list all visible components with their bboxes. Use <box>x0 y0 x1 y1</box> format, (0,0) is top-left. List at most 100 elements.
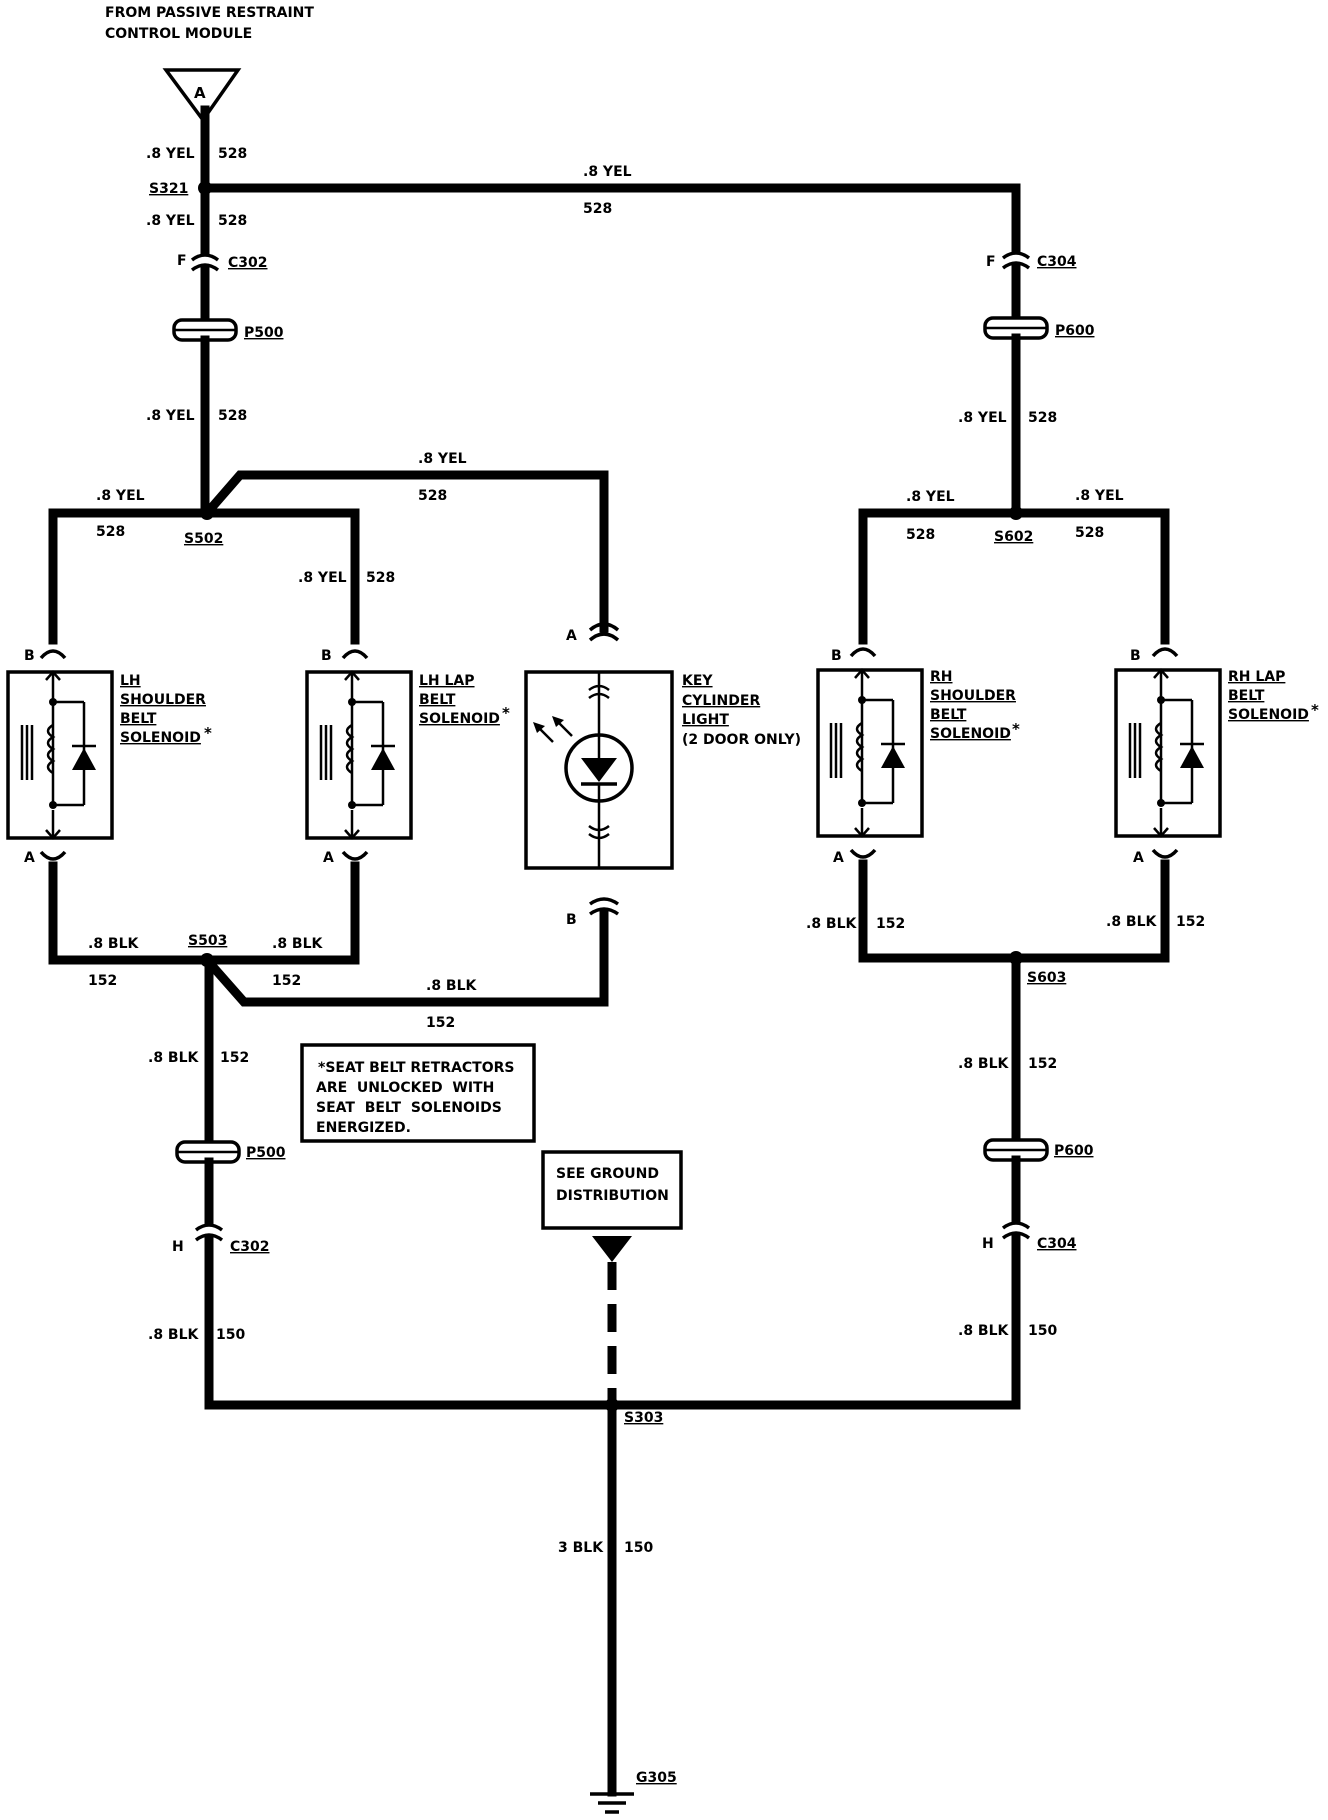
source-label-line2: CONTROL MODULE <box>105 26 252 42</box>
splice-s503-label: S503 <box>188 933 227 949</box>
connector-p600-label: P600 <box>1054 1143 1094 1159</box>
wire-rh-ground <box>607 1233 1021 1410</box>
wire-lh-ground <box>204 1235 617 1410</box>
wire-label: .8 YEL <box>146 146 195 162</box>
wire-label: .8 YEL <box>298 570 347 586</box>
lh-lap-label-1: LH LAP <box>419 673 475 689</box>
wire-label: .8 BLK <box>272 936 324 952</box>
splice-s303-label: S303 <box>624 1410 663 1426</box>
connector-c302-bottom <box>194 1223 224 1232</box>
connector-p500-label: P500 <box>246 1145 286 1161</box>
connector-c302-label: C302 <box>228 255 268 271</box>
lh-shoulder-solenoid-symbol <box>20 670 96 840</box>
connector-c304-bottom <box>1001 1221 1031 1230</box>
splice-s502-label: S502 <box>184 531 223 547</box>
wire-label: .8 YEL <box>146 213 195 229</box>
wire-circuit: 528 <box>1028 410 1057 426</box>
pin-b-label: B <box>321 648 332 664</box>
connector-p500-label: P500 <box>244 325 284 341</box>
lh-shoulder-label-2: SHOULDER <box>120 692 206 708</box>
wire-circuit: 528 <box>418 488 447 504</box>
wire-circuit: 150 <box>216 1327 245 1343</box>
wire-circuit: 528 <box>1075 525 1104 541</box>
rh-shoulder-solenoid-box <box>816 668 924 838</box>
pin-b-label: B <box>566 912 577 928</box>
wire-label: .8 YEL <box>1075 488 1124 504</box>
wire-to-lh-shoulder <box>48 508 212 645</box>
wire-label: .8 BLK <box>958 1056 1010 1072</box>
lh-lap-solenoid-symbol <box>319 670 395 840</box>
connector-c304-label: C304 <box>1037 254 1077 270</box>
pin-a-label: A <box>323 850 334 866</box>
pin-a-label: A <box>833 850 844 866</box>
wire-circuit: 152 <box>876 916 905 932</box>
wire-circuit: 152 <box>220 1050 249 1066</box>
pin-h-label: H <box>982 1236 994 1252</box>
wire-circuit: 528 <box>218 408 247 424</box>
ground-distribution-box <box>541 1150 683 1230</box>
wire-label: .8 YEL <box>906 489 955 505</box>
asterisk: * <box>204 724 212 742</box>
rh-lap-solenoid-box <box>1114 668 1222 838</box>
wire-label: .8 BLK <box>426 978 478 994</box>
wire-circuit: 152 <box>272 973 301 989</box>
ground-dist-line-2: DISTRIBUTION <box>556 1188 669 1204</box>
wire-label: .8 YEL <box>418 451 467 467</box>
ground-g305-label: G305 <box>636 1770 677 1786</box>
wire-circuit: 152 <box>426 1015 455 1031</box>
rh-shoulder-solenoid-symbol <box>829 668 905 838</box>
wire-circuit: 152 <box>1028 1056 1057 1072</box>
wire-label: .8 YEL <box>583 164 632 180</box>
note-line-1: *SEAT BELT RETRACTORS <box>318 1060 515 1076</box>
wire-circuit: 150 <box>624 1540 653 1556</box>
pin-h-label: H <box>172 1239 184 1255</box>
connector-c304-label: C304 <box>1037 1236 1077 1252</box>
rh-lap-label-2: BELT <box>1228 688 1265 704</box>
asterisk: * <box>502 704 510 722</box>
key-light-label-2: CYLINDER <box>682 693 760 709</box>
rh-shoulder-label-3: BELT <box>930 707 967 723</box>
note-box <box>300 1043 536 1143</box>
wire-label: .8 YEL <box>958 410 1007 426</box>
wire-label: .8 BLK <box>88 936 140 952</box>
pin-f-label: F <box>986 254 996 270</box>
ground-dist-line-1: SEE GROUND <box>556 1166 659 1182</box>
key-light-label-1: KEY <box>682 673 713 689</box>
wire-label: 3 BLK <box>558 1540 604 1556</box>
rh-lap-solenoid-symbol <box>1128 668 1204 838</box>
pin-b-label: B <box>1130 648 1141 664</box>
wire-label: .8 BLK <box>806 916 858 932</box>
ground-symbol-icon <box>590 1792 634 1814</box>
note-line-4: ENERGIZED. <box>316 1120 411 1136</box>
wire-label: .8 BLK <box>148 1327 200 1343</box>
connector-c302-label: C302 <box>230 1239 270 1255</box>
wire-circuit: 528 <box>218 146 247 162</box>
lh-shoulder-label-3: BELT <box>120 711 157 727</box>
pin-a-label: A <box>566 628 577 644</box>
pin-a-label: A <box>24 850 35 866</box>
wire-label: .8 YEL <box>96 488 145 504</box>
asterisk: * <box>1311 701 1319 719</box>
rh-lap-label-1: RH LAP <box>1228 669 1285 685</box>
pin-b-label: B <box>831 648 842 664</box>
wire-key-light-return <box>200 909 609 1007</box>
rh-shoulder-label-1: RH <box>930 669 953 685</box>
lh-lap-solenoid-box <box>305 670 413 840</box>
ground-distribution-arrow <box>592 1236 632 1262</box>
wire-to-rh-lap <box>1011 508 1170 645</box>
wire-label: .8 YEL <box>146 408 195 424</box>
wire-to-lh-lap <box>202 508 360 645</box>
note-line-2: ARE UNLOCKED WITH <box>316 1080 494 1096</box>
pin-f-label: F <box>177 253 187 269</box>
lh-lap-label-2: BELT <box>419 692 456 708</box>
wire-circuit: 528 <box>218 213 247 229</box>
rh-lap-label-3: SOLENOID <box>1228 707 1309 723</box>
lh-lap-label-3: SOLENOID <box>419 711 500 727</box>
splice-s603-label: S603 <box>1027 970 1066 986</box>
pin-b-label: B <box>24 648 35 664</box>
wire-circuit: 152 <box>1176 914 1205 930</box>
pin-a-label: A <box>1133 850 1144 866</box>
key-light-label-4: (2 DOOR ONLY) <box>682 732 801 748</box>
lh-shoulder-label-4: SOLENOID <box>120 730 201 746</box>
